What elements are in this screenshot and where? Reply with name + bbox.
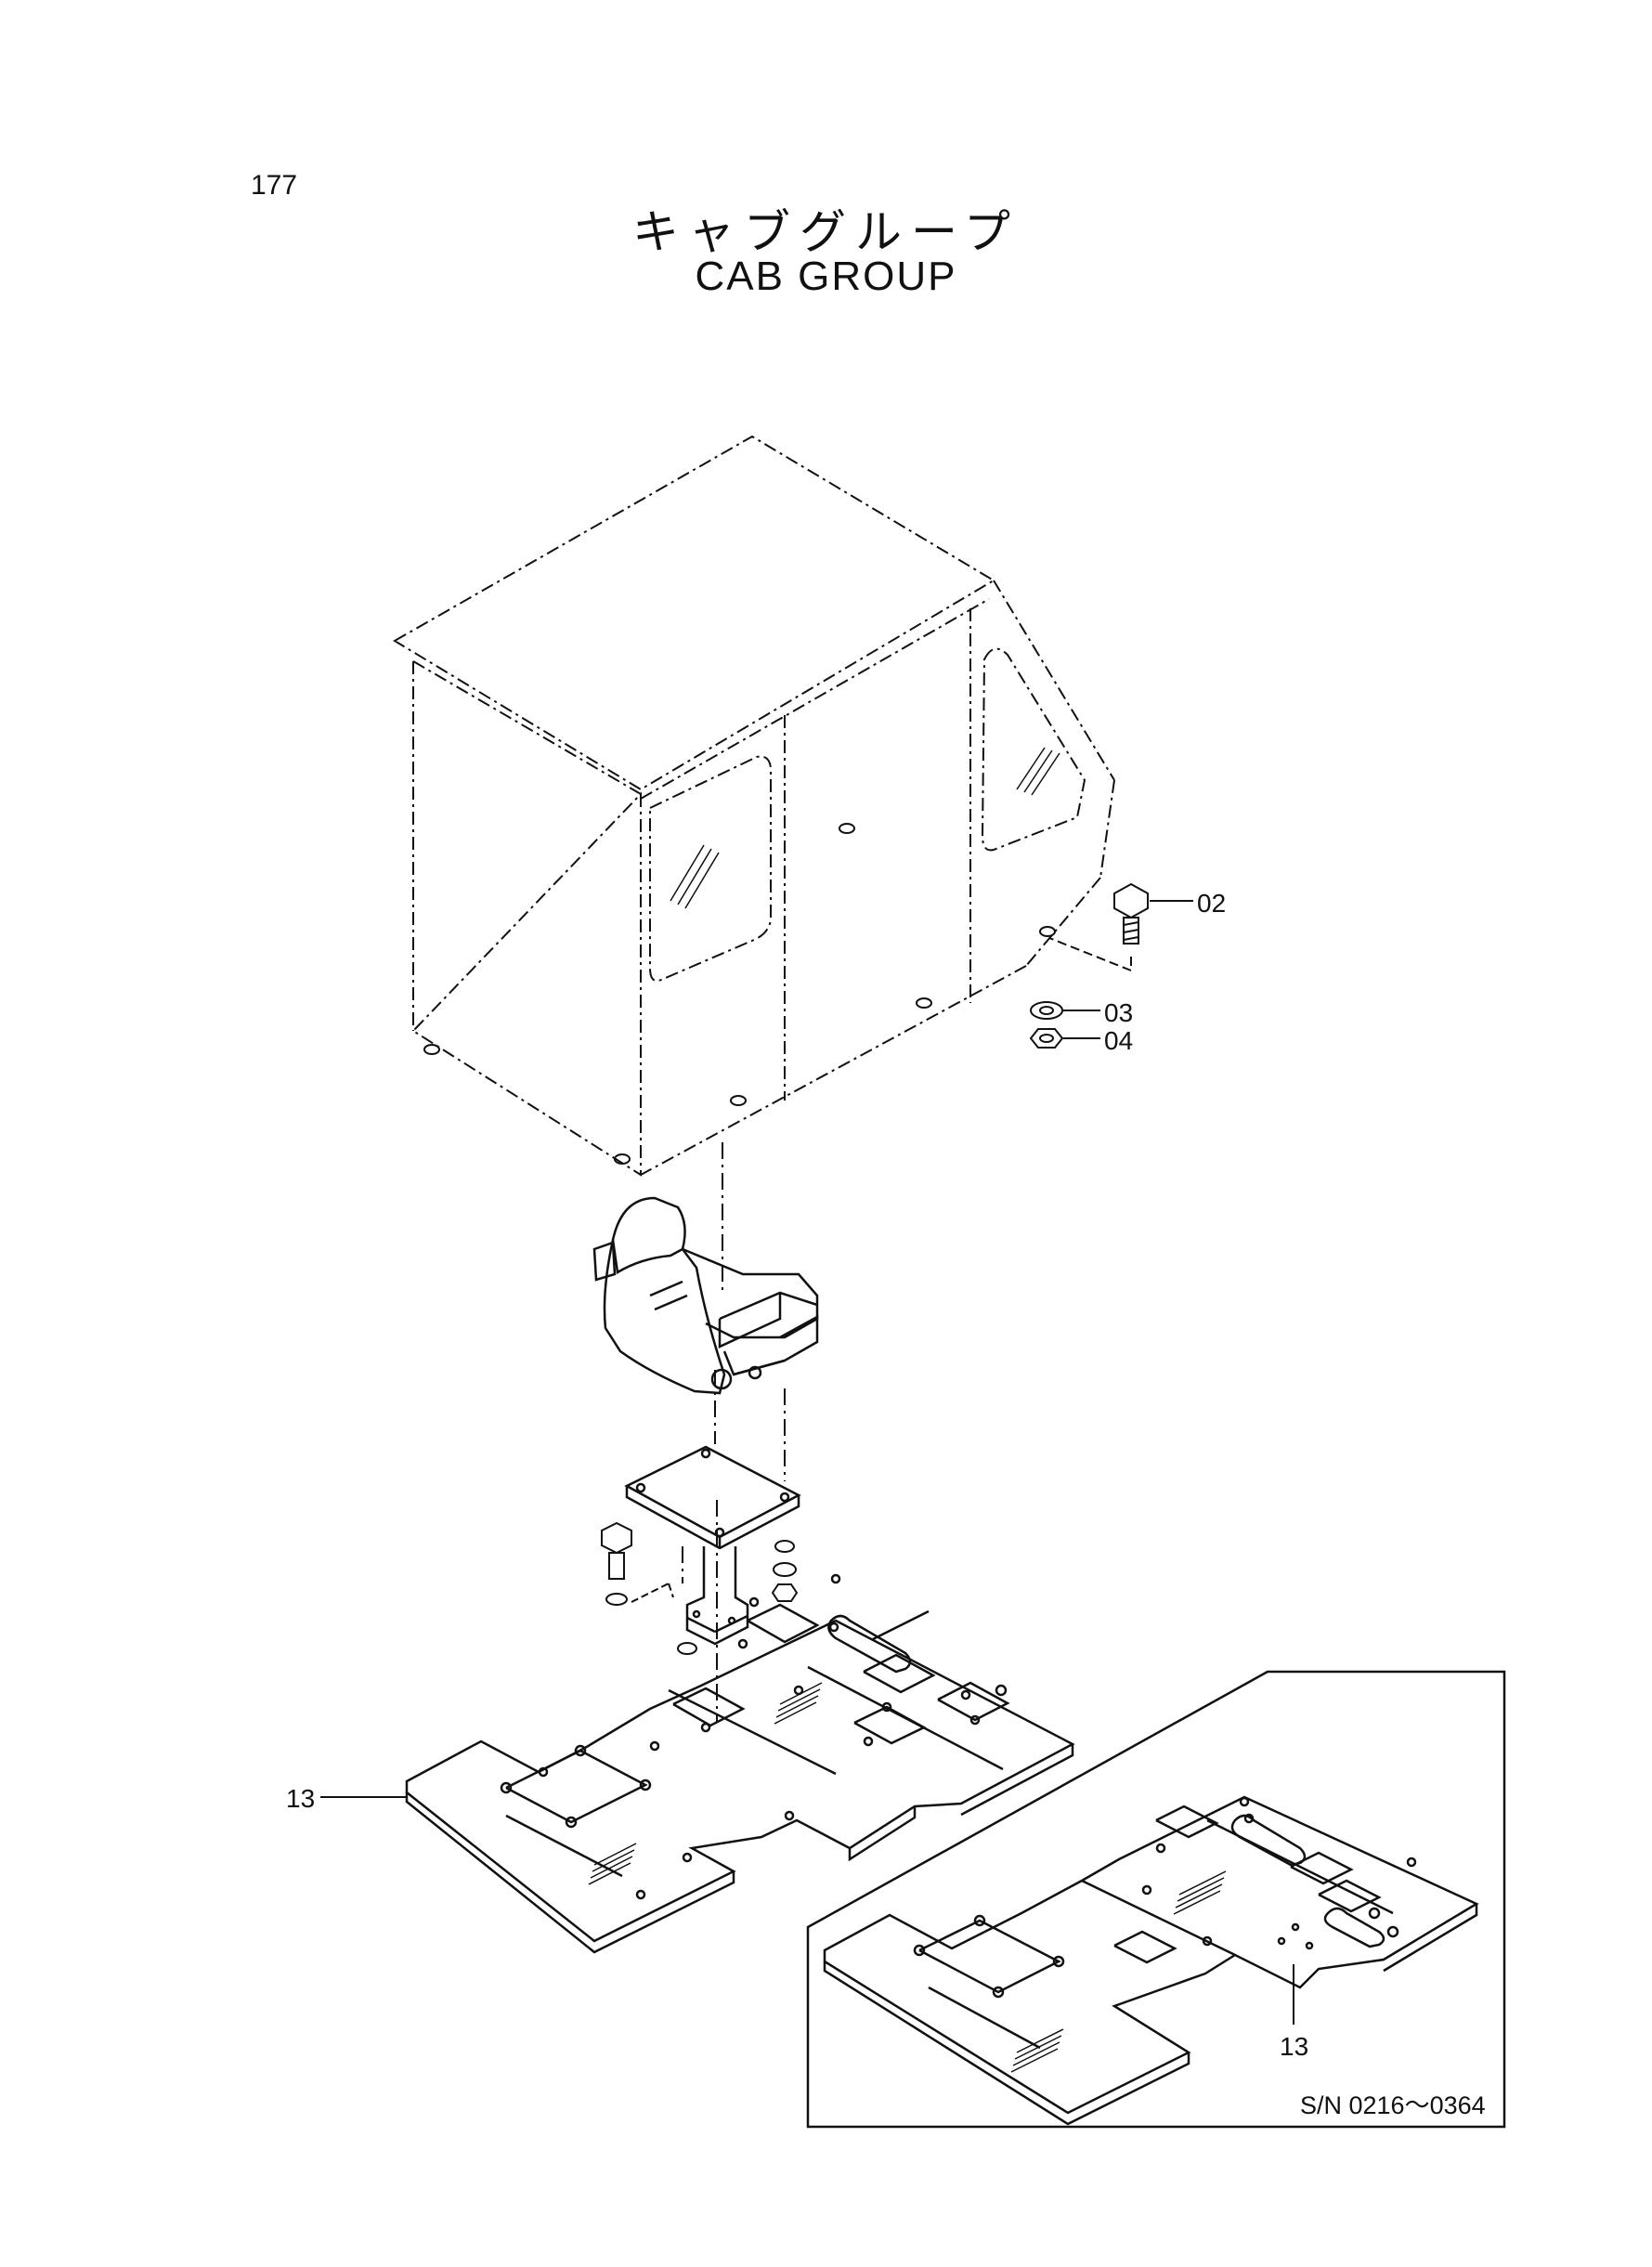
bolt-02-icon [1113, 882, 1149, 945]
floor-plate-inset-hatching [1010, 1870, 1227, 2073]
inset-serial-label: S/N 0216〜0364 [1300, 2091, 1486, 2119]
assembly-lines [682, 1142, 786, 1723]
cab-outline [393, 435, 1115, 1177]
hardware-dash-links [1048, 937, 1132, 971]
cab-window-hatching [670, 747, 1060, 909]
inset-frame [806, 1670, 1506, 2129]
seat-icon [592, 1196, 819, 1395]
title-english: CAB GROUP [695, 254, 957, 299]
washer-03-icon [1030, 1001, 1063, 1020]
stand-hardware [601, 1521, 799, 1655]
leader-lines [320, 900, 1294, 2025]
callout-02: 02 [1197, 889, 1226, 918]
floor-plate-main [405, 1573, 1075, 1954]
callout-04: 04 [1104, 1026, 1133, 1055]
seat-stand-icon [624, 1445, 801, 1646]
floor-plate-inset [823, 1795, 1479, 2126]
title-japanese: キャブグループ [632, 205, 1020, 259]
page-number: 177 [251, 170, 298, 201]
nut-04-icon [1029, 1028, 1064, 1049]
callout-13-main: 13 [286, 1784, 315, 1813]
callout-03: 03 [1104, 998, 1133, 1027]
floor-plate-main-hatching [588, 1682, 823, 1885]
cab-mount-holes [423, 823, 1056, 1165]
callout-13-inset: 13 [1280, 2032, 1308, 2061]
